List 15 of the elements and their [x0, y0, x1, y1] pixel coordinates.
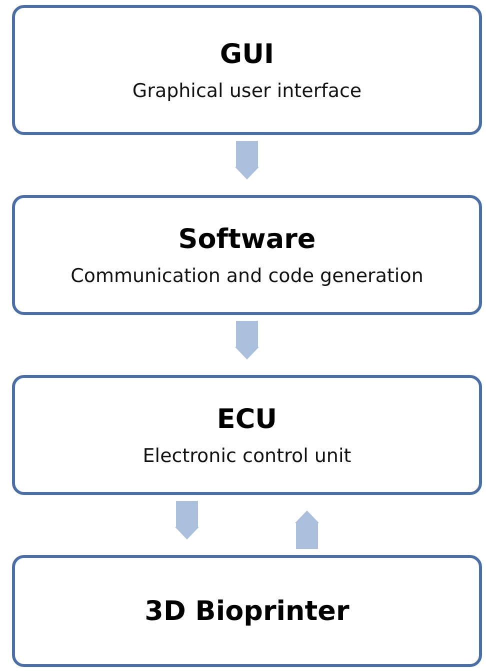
box-subtitle: Communication and code generation: [70, 264, 424, 286]
block-arrow: [175, 501, 199, 540]
process-box: [12, 555, 482, 667]
box-subtitle: Graphical user interface: [132, 80, 362, 102]
process-box: [12, 5, 482, 135]
block-arrow: [235, 141, 259, 180]
box-subtitle: Electronic control unit: [142, 444, 352, 466]
process-box: [12, 375, 482, 495]
box-title: 3D Bioprinter: [144, 596, 350, 626]
box-title: Software: [178, 224, 316, 254]
block-arrow: [235, 321, 259, 360]
process-box: [12, 195, 482, 315]
box-title: GUI: [220, 38, 274, 70]
block-arrow: [295, 510, 319, 549]
box-title: ECU: [216, 404, 278, 434]
